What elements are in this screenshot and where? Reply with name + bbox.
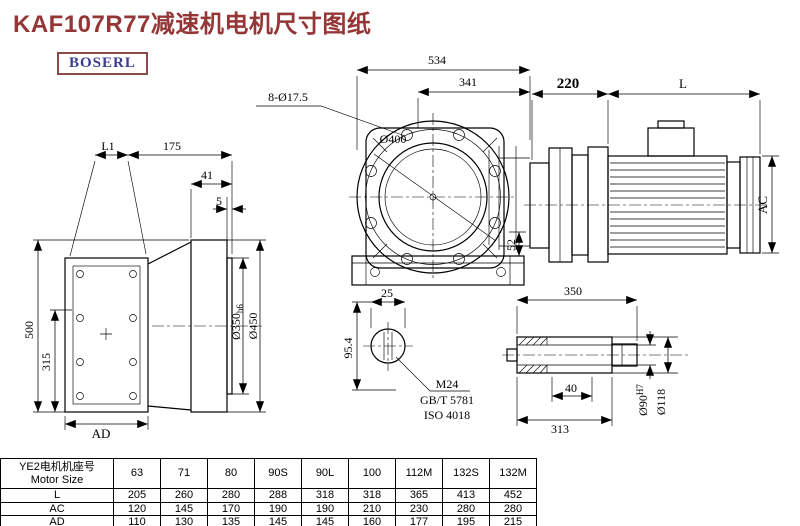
table-header-en: Motor Size bbox=[30, 473, 84, 486]
table-col-header: 63 bbox=[113, 458, 161, 489]
table-cell: 413 bbox=[442, 488, 490, 503]
table-header-cn: YE2电机机座号 bbox=[19, 460, 95, 473]
table-cell: 318 bbox=[301, 488, 349, 503]
terminal-box bbox=[647, 127, 695, 157]
table-col-header: 90S bbox=[254, 458, 302, 489]
front-view: 534 341 8-Ø17.5 Ø400 52 bbox=[256, 53, 531, 286]
dim-350-label: 350 bbox=[564, 284, 582, 298]
table-col-header: 80 bbox=[207, 458, 255, 489]
dim-220-label: 220 bbox=[557, 76, 580, 92]
table-col-header: 112M bbox=[395, 458, 443, 489]
table-cell: 145 bbox=[254, 515, 302, 526]
table-header-row: YE2电机机座号 Motor Size 63 71 80 90S 90L 100… bbox=[0, 458, 537, 489]
gearbox-housing-side bbox=[64, 257, 149, 413]
dim-95-4-label: 95.4 bbox=[341, 338, 355, 359]
shaft-detail: 350 40 313 Ø90H7 Ø118 bbox=[502, 284, 688, 436]
table-cell: 365 bbox=[395, 488, 443, 503]
table-cell: 170 bbox=[207, 501, 255, 517]
dim-313-label: 313 bbox=[551, 422, 569, 436]
dim-341-label: 341 bbox=[459, 75, 477, 89]
table-row-AD: AD 110 130 135 145 145 160 177 195 215 bbox=[0, 515, 537, 526]
dim-d350h6-label: Ø350h6 bbox=[229, 304, 245, 340]
table-col-header: 90L bbox=[301, 458, 349, 489]
table-cell: 280 bbox=[442, 501, 490, 517]
table-cell: 145 bbox=[160, 501, 208, 517]
table-cell: 190 bbox=[301, 501, 349, 517]
row-label: AD bbox=[0, 515, 114, 526]
table-cell: 205 bbox=[113, 488, 161, 503]
table-col-header: 100 bbox=[348, 458, 396, 489]
dim-175-label: 175 bbox=[163, 139, 181, 153]
table-cell: 195 bbox=[442, 515, 490, 526]
table-cell: 110 bbox=[113, 515, 161, 526]
dim-534-label: 534 bbox=[428, 53, 446, 67]
technical-drawing: L1 175 41 5 500 315 AD Ø350h6 Ø450 534 3… bbox=[22, 53, 779, 441]
row-label: L bbox=[0, 488, 114, 503]
gearbox-housing-front bbox=[365, 127, 505, 269]
shaft-end-view: 25 95.4 M24 GB/T 5781 ISO 4018 bbox=[341, 286, 474, 422]
dim-500-label: 500 bbox=[22, 321, 36, 339]
dim-25-label: 25 bbox=[381, 286, 393, 300]
table-cell: 215 bbox=[489, 515, 537, 526]
table-cell: 230 bbox=[395, 501, 443, 517]
note-iso-4018: ISO 4018 bbox=[424, 408, 470, 422]
page-title: KAF107R77减速机电机尺寸图纸 bbox=[13, 11, 372, 38]
motor-view: 220 L AC bbox=[524, 76, 779, 263]
table-cell: 145 bbox=[301, 515, 349, 526]
fan-cover bbox=[739, 156, 761, 254]
table-cell: 280 bbox=[207, 488, 255, 503]
table-cell: 210 bbox=[348, 501, 396, 517]
table-cell: 177 bbox=[395, 515, 443, 526]
dim-d90H7-label: Ø90H7 bbox=[635, 384, 650, 416]
table-cell: 452 bbox=[489, 488, 537, 503]
table-cell: 130 bbox=[160, 515, 208, 526]
table-row-L: L 205 260 280 288 318 318 365 413 452 bbox=[0, 488, 537, 503]
dim-40-label: 40 bbox=[565, 381, 577, 395]
row-label: AC bbox=[0, 501, 114, 517]
note-m24: M24 bbox=[436, 377, 459, 391]
side-view: L1 175 41 5 500 315 AD Ø350h6 Ø450 bbox=[22, 139, 266, 441]
motor-flange bbox=[587, 146, 609, 263]
dim-d400-label: Ø400 bbox=[380, 132, 407, 146]
motor-size-table: YE2电机机座号 Motor Size 63 71 80 90S 90L 100… bbox=[0, 458, 537, 526]
table-col-header: 132S bbox=[442, 458, 490, 489]
dim-bolt-holes-label: 8-Ø17.5 bbox=[268, 90, 308, 104]
table-col-header: 71 bbox=[160, 458, 208, 489]
table-cell: 280 bbox=[489, 501, 537, 517]
dim-l1-label: L1 bbox=[101, 139, 114, 153]
table-cell: 288 bbox=[254, 488, 302, 503]
table-header-motor-size: YE2电机机座号 Motor Size bbox=[0, 458, 114, 489]
dim-315-label: 315 bbox=[39, 353, 53, 371]
table-col-header: 132M bbox=[489, 458, 537, 489]
dim-AC-label: AC bbox=[755, 196, 770, 214]
table-cell: 318 bbox=[348, 488, 396, 503]
dim-41-label: 41 bbox=[201, 168, 213, 182]
table-row-AC: AC 120 145 170 190 190 210 230 280 280 bbox=[0, 501, 537, 517]
table-cell: 190 bbox=[254, 501, 302, 517]
table-cell: 260 bbox=[160, 488, 208, 503]
table-cell: 160 bbox=[348, 515, 396, 526]
mounting-base bbox=[351, 255, 525, 286]
dim-d450-label: Ø450 bbox=[246, 313, 260, 340]
table-cell: 120 bbox=[113, 501, 161, 517]
brand-logo: BOSERL bbox=[57, 52, 148, 75]
dim-52-label: 52 bbox=[504, 239, 518, 251]
dim-L-label: L bbox=[679, 76, 687, 91]
dim-5-label: 5 bbox=[216, 194, 222, 208]
table-cell: 135 bbox=[207, 515, 255, 526]
dim-ad-label: AD bbox=[92, 426, 111, 441]
note-gbt-5781: GB/T 5781 bbox=[420, 393, 474, 407]
dim-d118-label: Ø118 bbox=[654, 389, 668, 415]
